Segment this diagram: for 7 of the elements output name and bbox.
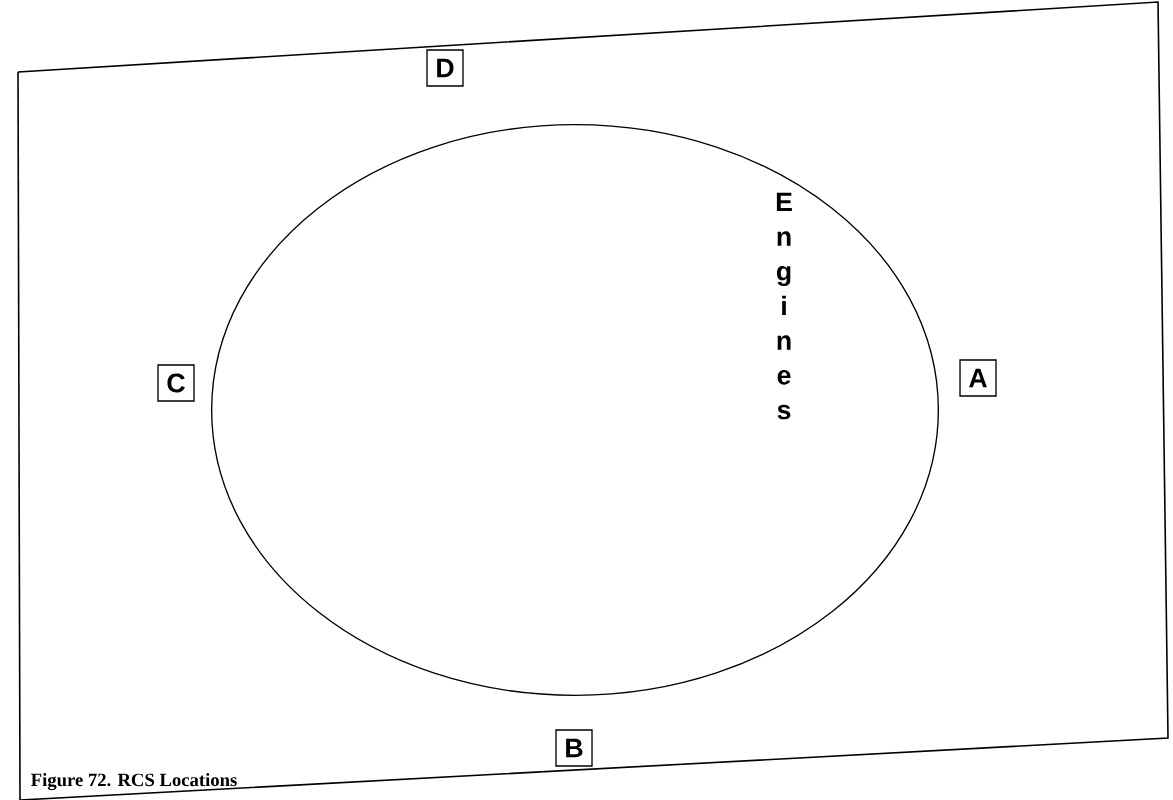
vertical-label: Engines [776, 192, 792, 420]
letter-box: D [426, 49, 464, 87]
ellipse [211, 124, 939, 696]
figure-caption: Figure 72. RCS Locations [31, 773, 237, 791]
letter-box: A [959, 359, 997, 397]
letter-box: C [157, 364, 195, 402]
letter-box: B [555, 729, 593, 767]
